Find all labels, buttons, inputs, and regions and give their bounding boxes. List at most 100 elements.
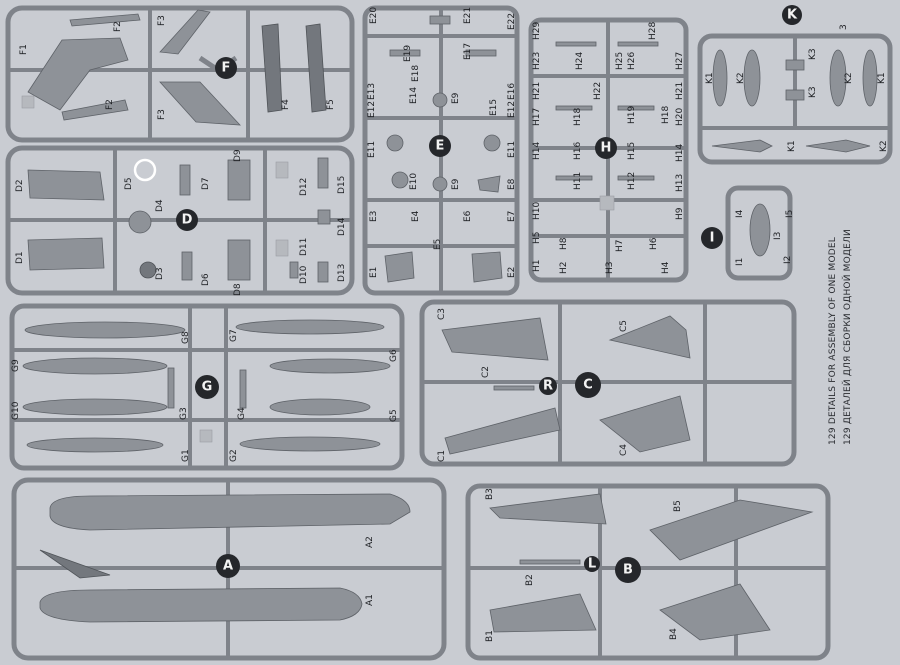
part-label: G10 (11, 401, 21, 420)
part-label: H18 (661, 106, 671, 124)
sprue-k: K 3 K1 K2 K3 K3 K2 K1 K1 K2 (697, 5, 893, 165)
part-label: D5 (124, 177, 134, 190)
part-label: E3 (369, 211, 379, 222)
part-label: H24 (575, 52, 585, 70)
part-label: D4 (155, 199, 165, 212)
part-i3 (749, 203, 771, 257)
part-f2a (69, 13, 141, 27)
part-label: G9 (11, 359, 21, 372)
part-label: G4 (237, 407, 247, 420)
part-label: E16 (507, 83, 517, 100)
part-label: B5 (673, 500, 683, 512)
part-label: K1 (877, 72, 887, 84)
part-label: D15 (337, 176, 347, 194)
part-label: E14 (409, 87, 419, 104)
part-label: F5 (326, 99, 336, 110)
part-label: H20 (675, 108, 685, 126)
part-h12 (617, 175, 655, 181)
sprue-i: I I4 I5 I3 I1 I2 (701, 185, 795, 281)
part-g1 (26, 437, 164, 453)
part-label: E12 (367, 101, 377, 118)
part-label: E1 (369, 267, 379, 278)
part-a2 (49, 493, 411, 531)
part-label: I4 (735, 209, 745, 218)
part-label: F (222, 61, 231, 76)
part-k1c (711, 139, 773, 153)
part-b2 (519, 559, 581, 565)
part-label: A1 (365, 594, 375, 606)
part-label: K2 (736, 72, 746, 84)
part-label: K3 (808, 86, 818, 98)
part-label: 3 (839, 24, 849, 30)
part-e10 (391, 171, 409, 189)
part-label: H28 (648, 22, 658, 40)
part-label: I (710, 231, 715, 246)
part-label: H18 (573, 108, 583, 126)
part-e11b (483, 134, 501, 152)
part-d7 (179, 164, 191, 196)
part-h18 (555, 105, 593, 111)
sprue-b: L B B3 B5 B2 B1 B4 (465, 483, 831, 661)
part-label: H9 (675, 207, 685, 220)
part-label: I3 (773, 232, 783, 240)
part-label: H7 (615, 240, 625, 253)
part-f5 (305, 23, 327, 113)
part-label: F2 (105, 99, 115, 110)
part-h11 (555, 175, 593, 181)
part-label: F1 (19, 44, 29, 55)
part-c1 (444, 407, 561, 455)
part-d5 (133, 158, 157, 182)
part-label: G1 (181, 449, 191, 462)
part-label: K (787, 8, 798, 23)
part-a1 (39, 587, 363, 623)
part-label: H21 (532, 82, 542, 100)
part-label: H14 (532, 142, 542, 160)
part-label: E12 (507, 101, 517, 118)
part-label: D13 (337, 264, 347, 282)
part-label: C4 (619, 444, 629, 456)
part-label: E19 (403, 45, 413, 62)
part-e2 (471, 251, 503, 283)
part-label: E15 (489, 99, 499, 116)
part-label: G6 (389, 349, 399, 362)
part-g10 (22, 398, 168, 416)
part-d14 (317, 209, 331, 225)
part-c3 (441, 317, 549, 361)
part-label: D2 (15, 179, 25, 192)
part-label: E5 (433, 239, 443, 250)
part-g7 (235, 319, 385, 335)
part-label: E17 (463, 43, 473, 60)
part-label: G8 (181, 331, 191, 344)
part-label: E6 (463, 210, 473, 222)
part-label: I1 (735, 258, 745, 266)
part-label: C3 (437, 308, 447, 320)
part-b4 (659, 583, 771, 641)
part-label: E4 (411, 210, 421, 222)
sprue-c: R C C3 C5 C2 C1 C4 (419, 299, 797, 467)
part-g6 (269, 358, 391, 374)
part-label: H27 (675, 52, 685, 70)
part-label: F2 (113, 21, 123, 32)
part-label: D1 (15, 251, 25, 264)
part-label: H11 (573, 172, 583, 190)
part-label: D11 (299, 238, 309, 256)
part-label: H22 (593, 82, 603, 100)
sprue-d: D D2 D1 D5 D4 D3 D7 D6 D9 D8 D12 D11 D10… (5, 145, 355, 296)
part-label: E8 (507, 178, 517, 190)
part-k2b (829, 49, 847, 107)
part-g9 (22, 357, 168, 375)
part-label: H23 (532, 52, 542, 70)
part-label: E (436, 139, 445, 154)
part-label: E10 (409, 173, 419, 190)
part-label: A (223, 559, 233, 574)
part-label: H (601, 141, 612, 156)
part-label: H21 (675, 82, 685, 100)
part-e17 (465, 49, 497, 57)
part-label: K3 (808, 48, 818, 60)
part-d9 (227, 159, 251, 201)
part-c4 (599, 395, 691, 453)
part-d15 (317, 157, 329, 189)
part-label: E2 (507, 267, 517, 278)
